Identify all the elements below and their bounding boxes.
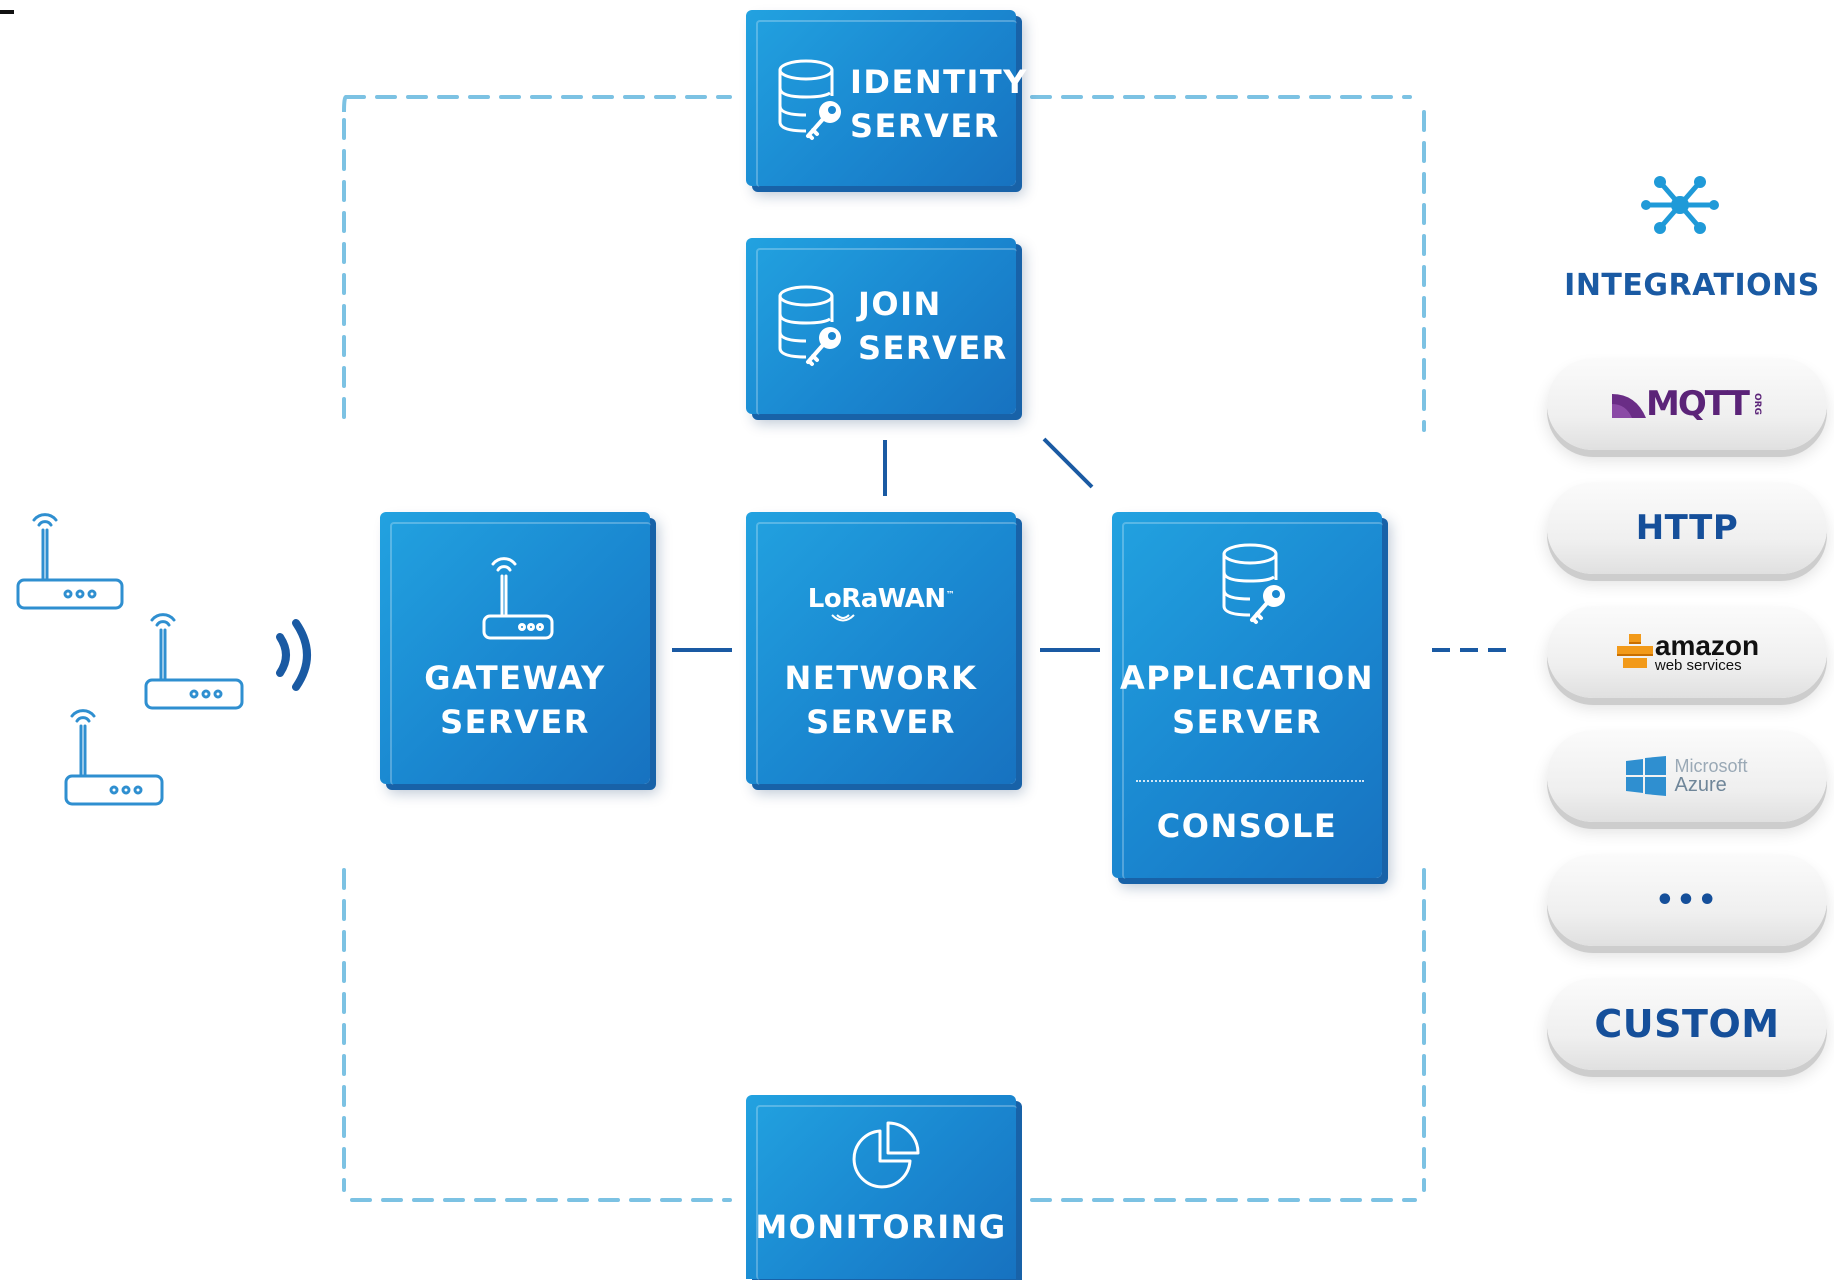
gateway-server-line2: SERVER (440, 703, 590, 741)
join-network-link (883, 440, 887, 496)
mqtt-org: ORG (1751, 393, 1762, 415)
console-label: CONSOLE (1156, 807, 1338, 845)
identity-server-line1: IDENTITY (850, 63, 1028, 101)
database-key-icon (778, 285, 841, 366)
windows-icon (1626, 756, 1667, 796)
custom-label: CUSTOM (1594, 1002, 1780, 1046)
integration-mqtt[interactable]: MQTT ORG (1547, 358, 1827, 450)
corner-mark (0, 10, 14, 14)
lorawan-logo: LoRaWAN™ (746, 584, 1016, 614)
more-label: ••• (1655, 882, 1719, 918)
integration-more[interactable]: ••• (1547, 854, 1827, 946)
gateway-devices (16, 513, 244, 806)
http-label: HTTP (1635, 508, 1739, 548)
mqtt-text: MQTT (1646, 384, 1750, 424)
azure-azure-text: Azure (1674, 774, 1727, 796)
router-icon (144, 613, 244, 710)
integrations-title: INTEGRATIONS (1564, 268, 1820, 303)
aws-logo: amazon web services (1615, 629, 1760, 674)
application-server-box[interactable]: APPLICATION SERVER CONSOLE (1112, 512, 1383, 879)
network-server-box[interactable]: LoRaWAN™ NETWORK SERVER (746, 512, 1017, 785)
azure-logo: Microsoft Azure (1626, 756, 1748, 796)
network-hub-icon (1641, 176, 1719, 234)
integration-http[interactable]: HTTP (1547, 482, 1827, 574)
identity-server-box[interactable]: IDENTITY SERVER (746, 10, 1026, 187)
pie-chart-icon (852, 1121, 920, 1189)
join-server-box[interactable]: JOIN SERVER (746, 238, 1017, 415)
application-server-line1: APPLICATION (1120, 659, 1374, 697)
mqtt-wave-icon (1612, 394, 1647, 418)
identity-server-line2: SERVER (850, 107, 1000, 145)
aws-sub-text: web services (1654, 656, 1742, 674)
router-icon (16, 513, 124, 610)
monitoring-label: MONITORING (755, 1208, 1007, 1246)
console-divider (1136, 780, 1364, 782)
router-icon (482, 557, 554, 640)
network-application-link (1040, 648, 1100, 652)
network-server-line1: NETWORK (784, 659, 978, 697)
aws-boxes-icon (1616, 634, 1653, 668)
database-key-icon (778, 59, 841, 140)
azure-microsoft-text: Microsoft (1674, 756, 1748, 776)
monitoring-box[interactable]: MONITORING (746, 1095, 1017, 1280)
gateway-server-box[interactable]: GATEWAY SERVER (380, 512, 651, 785)
lorawan-logo-text: LoRaWAN (807, 584, 946, 614)
radio-waves-icon (276, 619, 311, 691)
router-icon (64, 709, 164, 806)
network-server-line2: SERVER (806, 703, 956, 741)
join-application-link (1042, 437, 1094, 489)
database-key-icon (1222, 543, 1285, 624)
integration-azure[interactable]: Microsoft Azure (1547, 730, 1827, 822)
join-server-line2: SERVER (858, 329, 1008, 367)
aws-main-text: amazon (1654, 629, 1760, 661)
lorawan-signal-icon (831, 614, 855, 622)
join-server-line1: JOIN (858, 285, 942, 323)
application-server-line2: SERVER (1172, 703, 1322, 741)
application-integrations-link (1432, 648, 1508, 652)
gateway-network-link (672, 648, 732, 652)
integration-custom[interactable]: CUSTOM (1547, 978, 1827, 1070)
integration-aws[interactable]: amazon web services (1547, 606, 1827, 698)
gateway-server-line1: GATEWAY (424, 659, 606, 697)
mqtt-logo: MQTT ORG (1612, 384, 1762, 424)
lorawan-tm: ™ (945, 590, 955, 601)
